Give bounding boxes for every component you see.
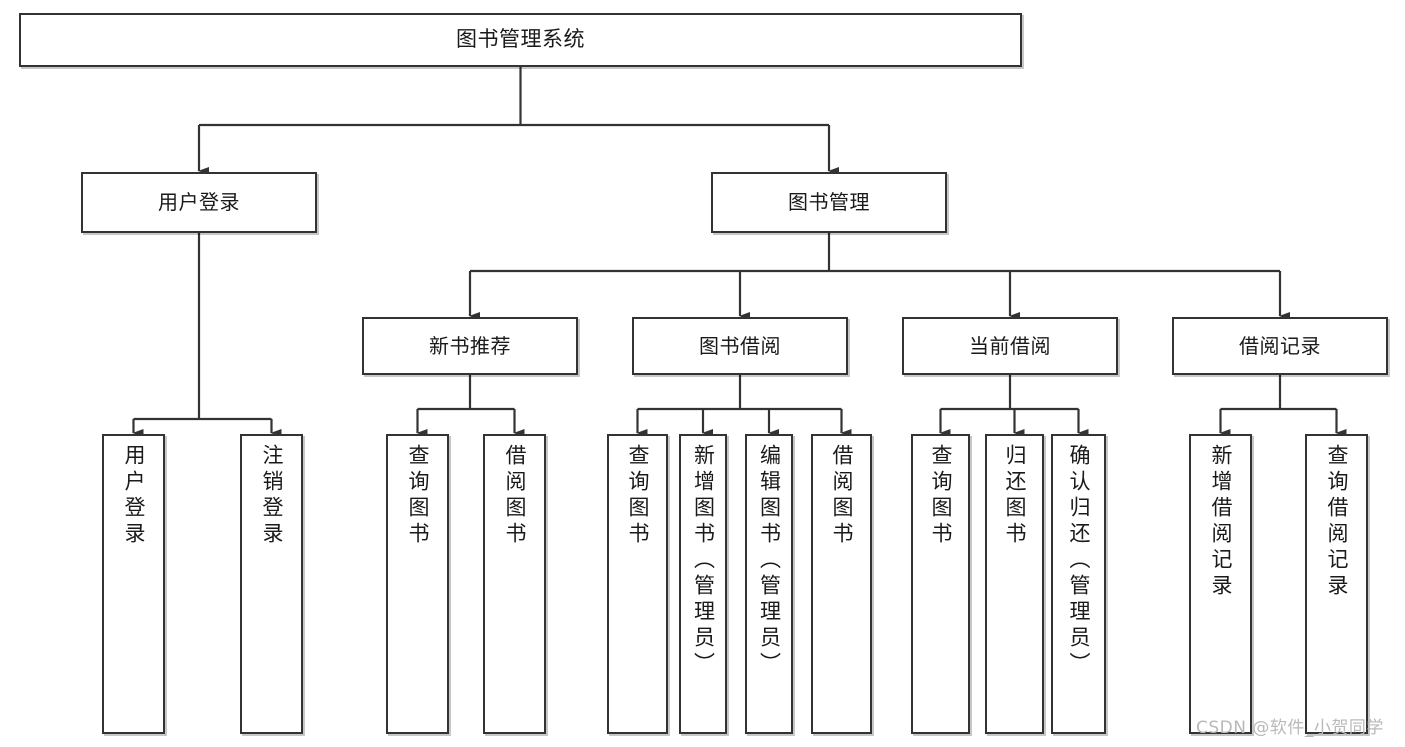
- node-l3_3[interactable]: 借阅记录: [1172, 317, 1388, 375]
- node-label: 查询借阅记录: [1325, 444, 1349, 600]
- node-label: 图书管理: [788, 190, 870, 215]
- node-label: 新增借阅记录: [1209, 444, 1233, 600]
- node-l2_1[interactable]: 图书管理: [711, 172, 947, 233]
- node-leaf_12[interactable]: 查询借阅记录: [1305, 434, 1368, 734]
- node-leaf_2[interactable]: 查询图书: [386, 434, 449, 734]
- node-label: 当前借阅: [969, 333, 1051, 358]
- node-leaf_10[interactable]: 确认归还（管理员）: [1051, 434, 1106, 734]
- node-l2_0[interactable]: 用户登录: [81, 172, 317, 233]
- node-l3_0[interactable]: 新书推荐: [362, 317, 578, 375]
- node-label: 编辑图书（管理员）: [757, 444, 782, 678]
- node-label: 确认归还（管理员）: [1067, 444, 1091, 678]
- node-label: 图书管理系统: [456, 27, 585, 52]
- node-label: 新增图书（管理员）: [691, 444, 716, 678]
- node-label: 借阅图书: [503, 444, 527, 548]
- node-label: 图书借阅: [699, 333, 781, 358]
- node-root[interactable]: 图书管理系统: [19, 13, 1022, 67]
- node-leaf_8[interactable]: 查询图书: [911, 434, 970, 734]
- tree-edges: [132, 67, 1347, 437]
- node-leaf_9[interactable]: 归还图书: [985, 434, 1044, 734]
- node-label: 查询图书: [406, 444, 430, 548]
- node-leaf_3[interactable]: 借阅图书: [483, 434, 546, 734]
- node-leaf_1[interactable]: 注销登录: [240, 434, 303, 734]
- node-label: 注销登录: [260, 444, 284, 548]
- node-label: 借阅记录: [1239, 333, 1321, 358]
- node-leaf_11[interactable]: 新增借阅记录: [1189, 434, 1252, 734]
- csdn-watermark: CSDN @软件_小贺同学: [1196, 718, 1384, 738]
- node-leaf_0[interactable]: 用户登录: [102, 434, 165, 734]
- node-label: 查询图书: [626, 444, 650, 548]
- node-label: 用户登录: [158, 190, 240, 215]
- node-label: 用户登录: [122, 444, 146, 548]
- node-label: 查询图书: [929, 444, 953, 548]
- node-leaf_7[interactable]: 借阅图书: [811, 434, 872, 734]
- node-l3_1[interactable]: 图书借阅: [632, 317, 848, 375]
- node-label: 归还图书: [1003, 444, 1027, 548]
- node-leaf_5[interactable]: 新增图书（管理员）: [679, 434, 727, 734]
- node-leaf_4[interactable]: 查询图书: [607, 434, 668, 734]
- node-label: 借阅图书: [830, 444, 854, 548]
- node-label: 新书推荐: [429, 333, 511, 358]
- node-l3_2[interactable]: 当前借阅: [902, 317, 1118, 375]
- node-leaf_6[interactable]: 编辑图书（管理员）: [745, 434, 793, 734]
